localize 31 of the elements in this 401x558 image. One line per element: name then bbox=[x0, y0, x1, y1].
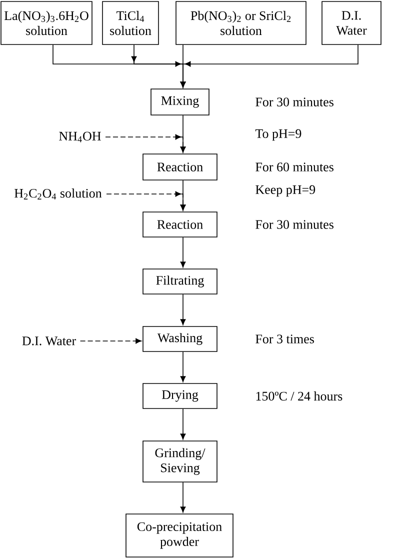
process-box: Drying bbox=[142, 383, 218, 409]
note-text: To pH=9 bbox=[255, 129, 302, 141]
dashed-arrow bbox=[80, 338, 142, 344]
note-text: For 30 minutes bbox=[256, 98, 334, 106]
input-box: TiCl$_{4}$ solution bbox=[102, 1, 159, 45]
input-box: Pb(NO$_{3}$)$_{2}$ or SriCl$_{2}$ solution bbox=[176, 1, 306, 45]
dashed-arrow bbox=[105, 134, 186, 153]
arrow bbox=[180, 352, 186, 382]
note-text: For 60 minutes bbox=[256, 162, 334, 172]
note-text: For 3 times bbox=[256, 334, 314, 344]
reagent-label: D.I. Water bbox=[22, 336, 76, 346]
reagent-label: H$_{2}$C$_{2}$O$_{4}$ solution bbox=[14, 188, 102, 200]
process-box: Reaction bbox=[142, 212, 218, 238]
process-box: Reaction bbox=[142, 154, 218, 180]
reagent-label: NH$_{4}$OH bbox=[59, 132, 101, 142]
note-text: Keep pH=9 bbox=[256, 185, 316, 197]
process-box: Mixing bbox=[150, 88, 210, 116]
dashed-arrow bbox=[106, 191, 186, 211]
arrow bbox=[180, 408, 186, 440]
process-box: Co-precipitation powder bbox=[126, 514, 234, 558]
process-box: Grinding/ Sieving bbox=[142, 440, 218, 482]
process-box: Washing bbox=[142, 326, 218, 352]
note-text: 150ºC / 24 hours bbox=[256, 391, 342, 401]
input-box: La(NO$_{3}$)$_{3}$.6H$_{2}$O solution bbox=[0, 1, 92, 45]
input-box: D.I. Water bbox=[322, 1, 382, 45]
note-text: For 30 minutes bbox=[256, 220, 334, 229]
process-box: Filtrating bbox=[142, 268, 218, 294]
arrow bbox=[180, 237, 186, 268]
arrow bbox=[180, 44, 358, 88]
arrow bbox=[180, 482, 186, 513]
arrow bbox=[180, 294, 186, 326]
